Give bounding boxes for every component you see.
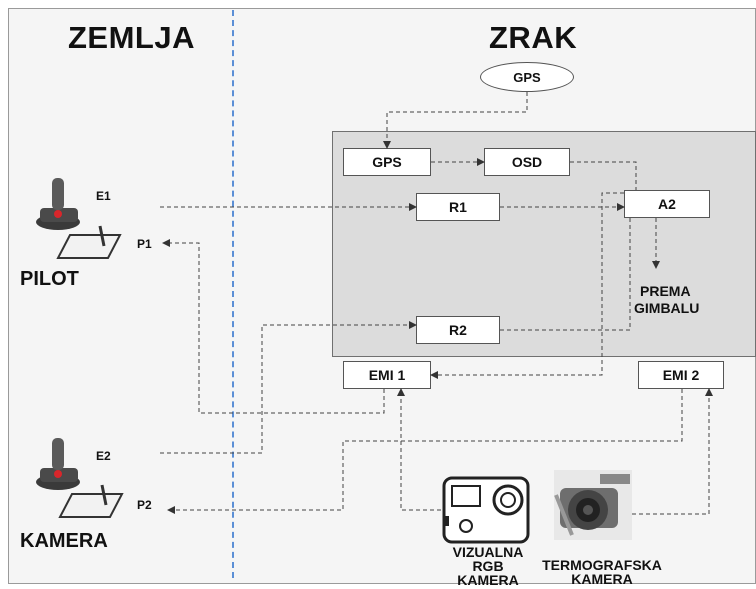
emi1-box: EMI 1 (343, 361, 431, 389)
visual-camera-label-line2: RGB (472, 558, 504, 574)
gps-module-box: GPS (343, 148, 431, 176)
visual-camera-label-line1: VIZUALNA (452, 544, 524, 560)
joystick-icon (36, 438, 80, 490)
joystick-icon (36, 178, 80, 230)
gimbal-label-line1: PREMA (640, 283, 691, 299)
osd-box: OSD (484, 148, 570, 176)
p2-label: P2 (137, 498, 152, 512)
visual-camera-label: VIZUALNA RGB KAMERA (438, 545, 538, 587)
r2-box: R2 (416, 316, 500, 344)
visual-camera-label-line3: KAMERA (457, 572, 519, 588)
a2-box: A2 (624, 190, 710, 218)
r1-box: R1 (416, 193, 500, 221)
thermal-camera-label-line1: TERMOGRAFSKA (542, 557, 662, 573)
thermal-camera-label: TERMOGRAFSKA KAMERA (532, 558, 672, 586)
action-camera-icon (442, 476, 530, 544)
e2-label: E2 (96, 449, 111, 463)
thermal-camera-label-line2: KAMERA (571, 571, 633, 587)
emi2-box: EMI 2 (638, 361, 724, 389)
tablet-pen-icon (58, 484, 124, 518)
ground-air-divider (232, 10, 234, 578)
camera-operator-label: KAMERA (20, 530, 108, 552)
thermal-camera-icon (554, 470, 632, 540)
gimbal-label-line2: GIMBALU (634, 300, 700, 316)
pilot-label: PILOT (20, 268, 79, 290)
air-header: ZRAK (489, 20, 578, 55)
p1-label: P1 (137, 237, 152, 251)
ground-header: ZEMLJA (68, 20, 195, 55)
tablet-pen-icon (56, 225, 122, 259)
e1-label: E1 (96, 189, 111, 203)
gps-antenna: GPS (480, 62, 574, 92)
